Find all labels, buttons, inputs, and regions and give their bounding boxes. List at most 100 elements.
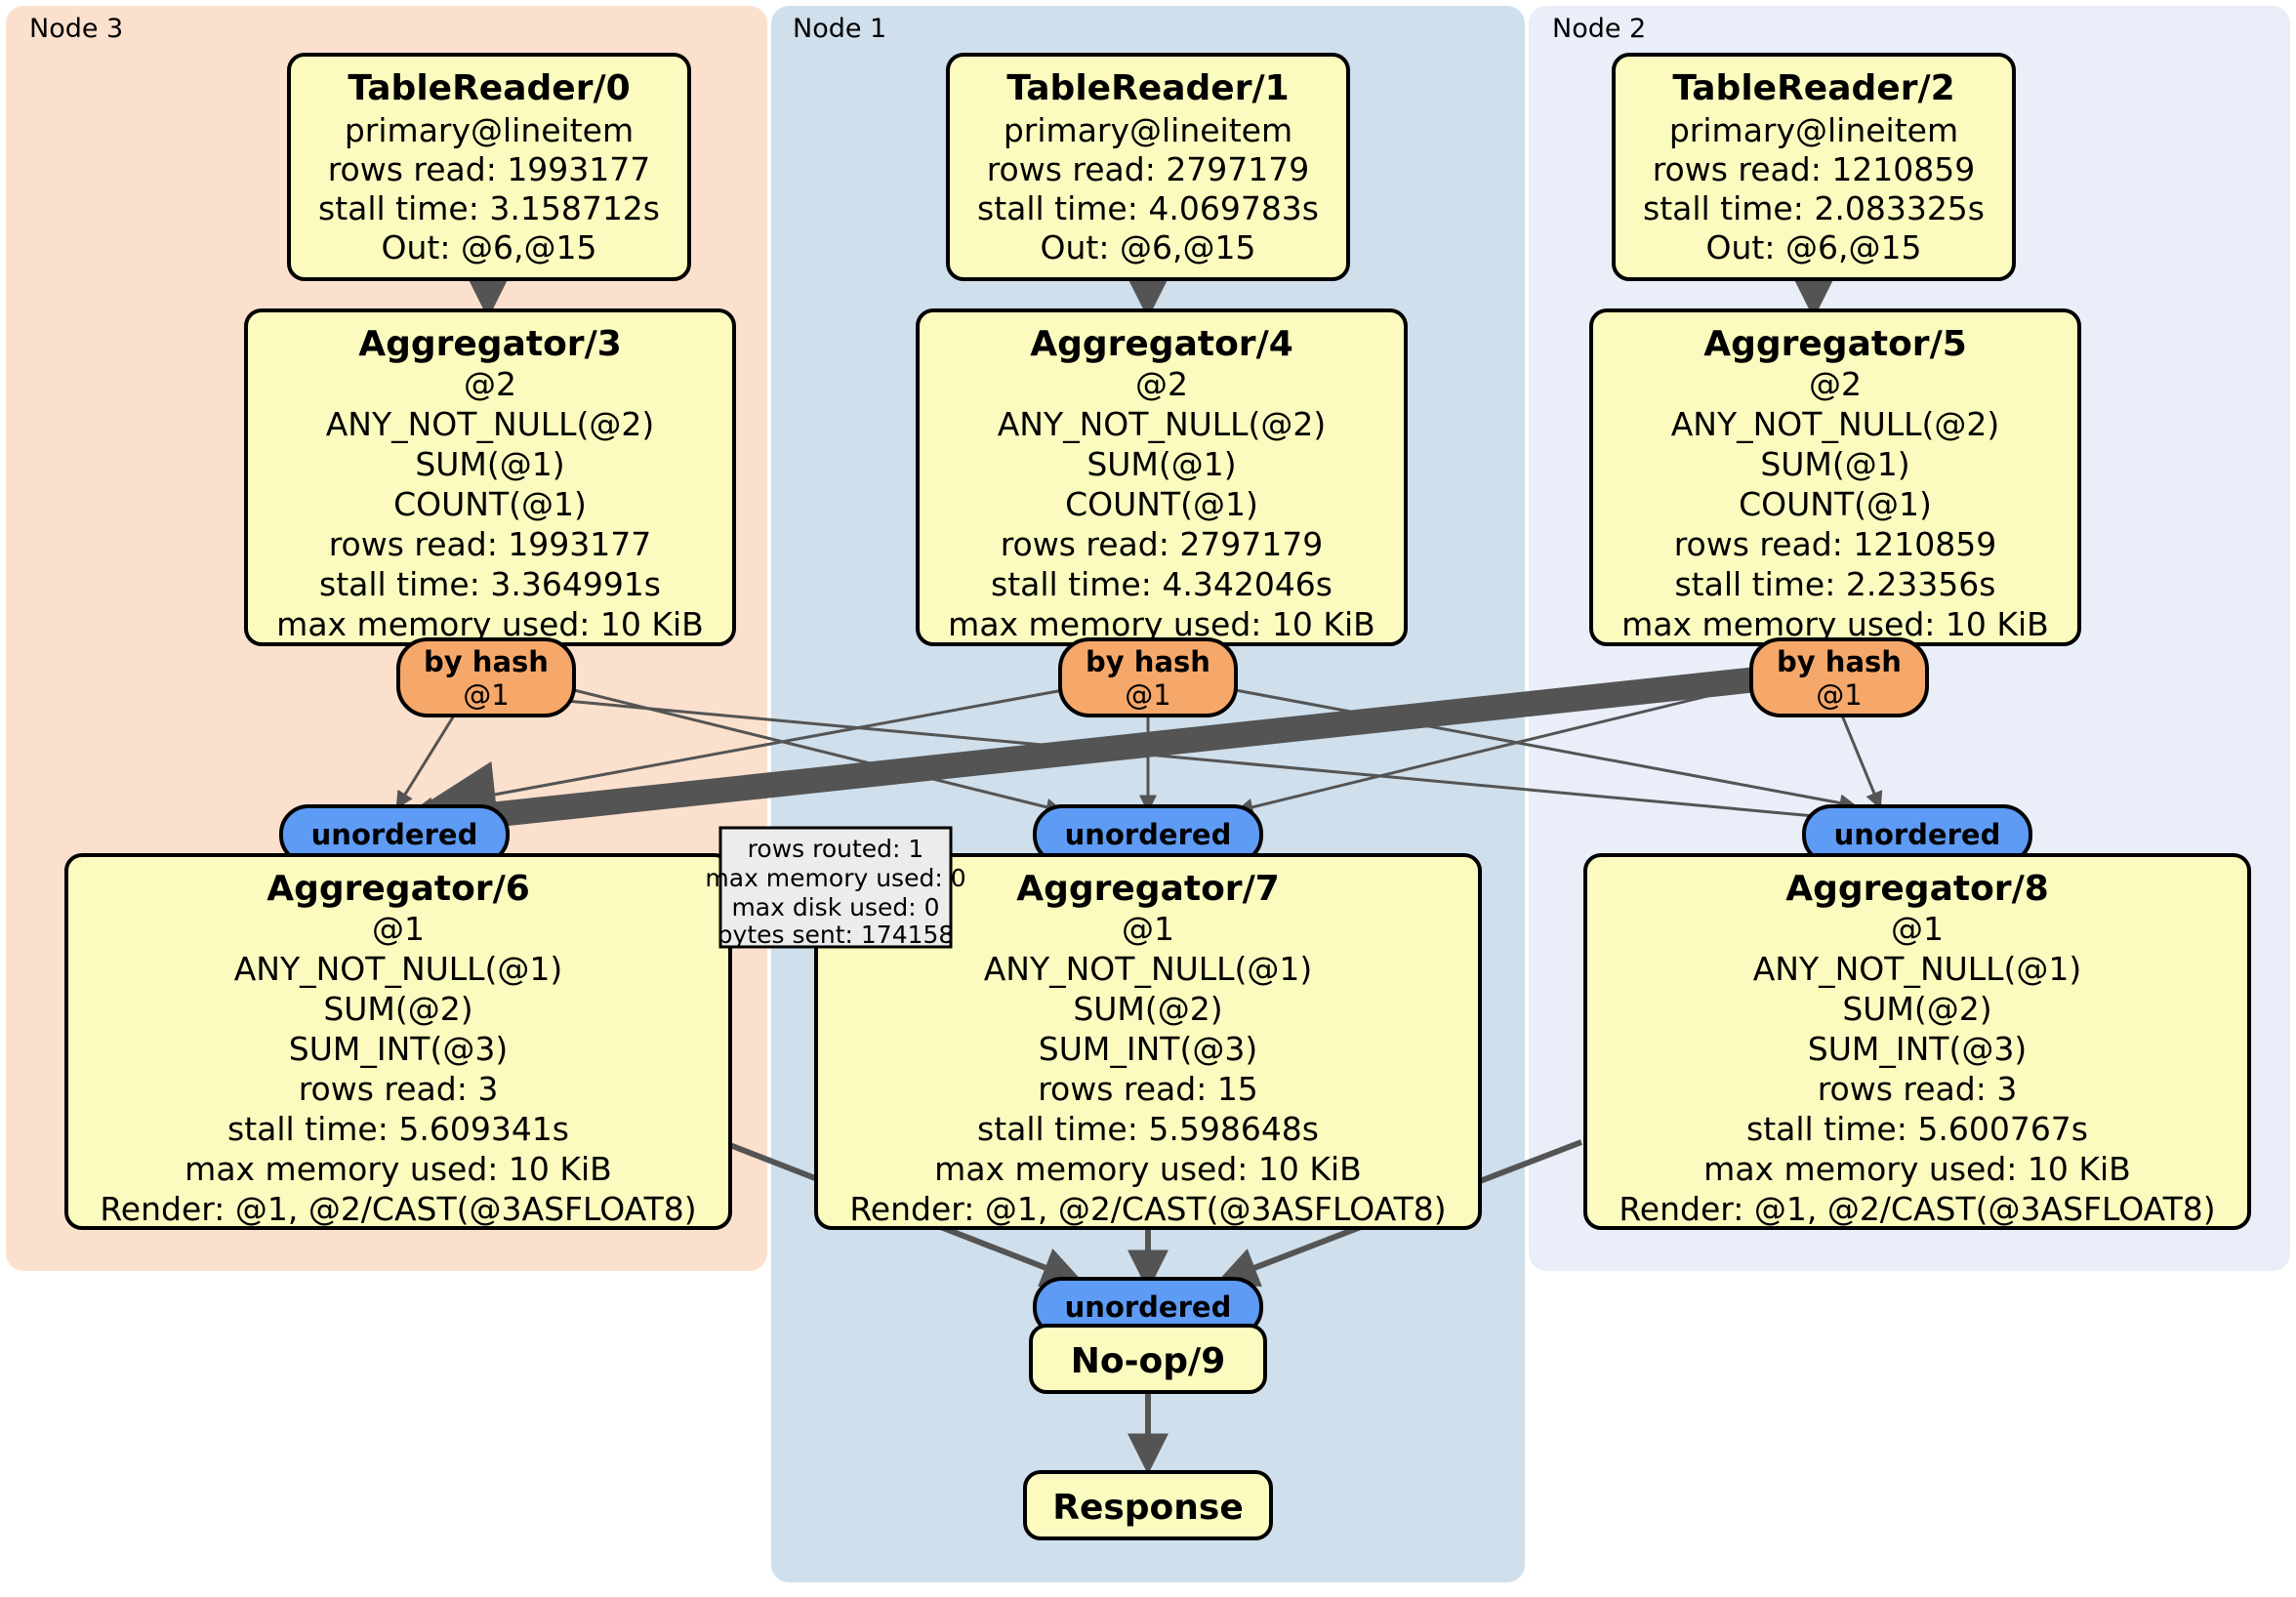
node-panel-label-node3: Node 3 <box>29 14 123 44</box>
op-node-line: ANY_NOT_NULL(@2) <box>1671 405 2000 443</box>
op-node-line: stall time: 2.23356s <box>1674 565 1995 603</box>
op-node-box[interactable] <box>64 853 732 1230</box>
op-node-line: SUM(@1) <box>1760 445 1909 483</box>
op-node-line: ANY_NOT_NULL(@2) <box>998 405 1327 443</box>
op-node-box[interactable] <box>946 53 1350 281</box>
op-node-line: SUM(@1) <box>1086 445 1236 483</box>
op-node-aggregator-4[interactable]: Aggregator/4 @2 ANY_NOT_NULL(@2) SUM(@1)… <box>916 308 1408 646</box>
router-badge-box[interactable] <box>1749 637 1929 717</box>
op-node-aggregator-8[interactable]: Aggregator/8 @1 ANY_NOT_NULL(@1) SUM(@2)… <box>1583 853 2251 1230</box>
op-node-title: Aggregator/6 <box>266 869 530 909</box>
router-badge-title: by hash <box>1086 645 1210 678</box>
stream-badge-unordered-7[interactable]: unordered <box>1033 804 1263 865</box>
router-badge-title: by hash <box>1777 645 1902 678</box>
op-node-title: Response <box>1052 1488 1244 1528</box>
stream-badge-unordered-8[interactable]: unordered <box>1802 804 2032 865</box>
op-node-box[interactable] <box>1583 853 2251 1230</box>
op-node-line: stall time: 3.364991s <box>319 565 661 603</box>
op-node-line: max memory used: 10 KiB <box>934 1150 1362 1188</box>
op-node-line: primary@lineitem <box>1004 111 1292 149</box>
op-node-line: @2 <box>1135 365 1188 403</box>
op-node-line: @1 <box>372 910 425 948</box>
op-node-box[interactable] <box>814 853 1482 1230</box>
router-badge-by-hash-3[interactable]: by hash @1 <box>396 637 576 717</box>
op-node-line: stall time: 2.083325s <box>1643 189 1985 227</box>
op-node-box[interactable] <box>1029 1324 1267 1394</box>
router-badge-by-hash-5[interactable]: by hash @1 <box>1749 637 1929 717</box>
op-node-line: stall time: 5.600767s <box>1746 1110 2088 1148</box>
op-node-box[interactable] <box>1023 1470 1273 1540</box>
edge-hash3-unord8 <box>565 699 1840 826</box>
edge-stats-tooltip-box <box>718 826 953 949</box>
op-node-line: stall time: 4.069783s <box>977 189 1319 227</box>
stream-badge-unordered-final[interactable]: unordered <box>1033 1277 1263 1337</box>
op-node-line: max memory used: 10 KiB <box>1621 605 2049 643</box>
op-node-aggregator-7[interactable]: Aggregator/7 @1 ANY_NOT_NULL(@1) SUM(@2)… <box>814 853 1482 1230</box>
op-node-tablereader-1[interactable]: TableReader/1 primary@lineitem rows read… <box>946 53 1350 281</box>
op-node-line: SUM_INT(@3) <box>1039 1030 1257 1068</box>
op-node-box[interactable] <box>1612 53 2016 281</box>
router-badge-title: by hash <box>424 645 549 678</box>
op-node-title: Aggregator/3 <box>358 324 622 364</box>
op-node-line: rows read: 3 <box>299 1070 499 1108</box>
edge-stats-line: max memory used: 0 <box>705 864 965 892</box>
op-node-aggregator-5[interactable]: Aggregator/5 @2 ANY_NOT_NULL(@2) SUM(@1)… <box>1589 308 2081 646</box>
edge-hash5-unord8 <box>1838 710 1883 810</box>
op-node-line: @1 <box>1122 910 1174 948</box>
op-node-line: rows read: 1993177 <box>329 525 652 563</box>
op-node-line: @2 <box>1809 365 1862 403</box>
op-node-title: Aggregator/4 <box>1030 324 1293 364</box>
op-node-response[interactable]: Response <box>1023 1470 1273 1540</box>
op-node-title: TableReader/2 <box>1672 68 1954 108</box>
stream-badge-unordered-6[interactable]: unordered <box>279 804 510 865</box>
op-node-line: ANY_NOT_NULL(@1) <box>984 950 1313 988</box>
op-node-line: SUM(@2) <box>1073 990 1222 1028</box>
op-node-line: rows read: 1210859 <box>1674 525 1997 563</box>
op-node-line: Render: @1, @2/CAST(@3ASFLOAT8) <box>1619 1190 2215 1228</box>
op-node-line: @2 <box>464 365 516 403</box>
op-node-line: stall time: 3.158712s <box>318 189 660 227</box>
router-badge-sub: @1 <box>1816 678 1862 712</box>
router-badge-box[interactable] <box>396 637 576 717</box>
op-node-line: Render: @1, @2/CAST(@3ASFLOAT8) <box>849 1190 1446 1228</box>
op-node-line: rows read: 1210859 <box>1653 150 1976 188</box>
op-node-line: SUM_INT(@3) <box>289 1030 508 1068</box>
op-node-tablereader-2[interactable]: TableReader/2 primary@lineitem rows read… <box>1612 53 2016 281</box>
op-node-line: ANY_NOT_NULL(@2) <box>326 405 655 443</box>
op-node-title: No-op/9 <box>1071 1341 1226 1381</box>
op-node-line: Out: @6,@15 <box>1706 228 1922 266</box>
op-node-noop-9[interactable]: No-op/9 <box>1029 1324 1267 1394</box>
stream-badge-label: unordered <box>311 818 478 851</box>
router-badge-by-hash-4[interactable]: by hash @1 <box>1058 637 1238 717</box>
op-node-line: Out: @6,@15 <box>382 228 597 266</box>
op-node-line: Render: @1, @2/CAST(@3ASFLOAT8) <box>100 1190 696 1228</box>
node-panel-label-node1: Node 1 <box>793 14 886 44</box>
op-node-line: ANY_NOT_NULL(@1) <box>1753 950 2082 988</box>
op-node-aggregator-6[interactable]: Aggregator/6 @1 ANY_NOT_NULL(@1) SUM(@2)… <box>64 853 732 1230</box>
op-node-line: primary@lineitem <box>345 111 634 149</box>
op-node-line: COUNT(@1) <box>1065 485 1258 523</box>
op-node-line: max memory used: 10 KiB <box>948 605 1375 643</box>
op-node-line: stall time: 5.609341s <box>227 1110 569 1148</box>
op-node-aggregator-3[interactable]: Aggregator/3 @2 ANY_NOT_NULL(@2) SUM(@1)… <box>244 308 736 646</box>
op-node-line: Out: @6,@15 <box>1041 228 1256 266</box>
op-node-line: rows read: 15 <box>1038 1070 1258 1108</box>
router-badge-sub: @1 <box>463 678 509 712</box>
op-node-line: stall time: 5.598648s <box>977 1110 1319 1148</box>
edge-hash5-unord7 <box>1235 686 1741 816</box>
op-node-line: SUM_INT(@3) <box>1808 1030 2027 1068</box>
op-node-line: stall time: 4.342046s <box>991 565 1332 603</box>
stream-badge-label: unordered <box>1834 818 2001 851</box>
op-node-line: max memory used: 10 KiB <box>276 605 704 643</box>
op-node-line: rows read: 3 <box>1818 1070 2018 1108</box>
op-node-line: SUM(@2) <box>323 990 472 1028</box>
op-node-title: Aggregator/8 <box>1785 869 2049 909</box>
op-node-box[interactable] <box>287 53 691 281</box>
router-badge-box[interactable] <box>1058 637 1238 717</box>
op-node-tablereader-0[interactable]: TableReader/0 primary@lineitem rows read… <box>287 53 691 281</box>
node-panel-label-node2: Node 2 <box>1552 14 1646 44</box>
op-node-line: max memory used: 10 KiB <box>1703 1150 2131 1188</box>
op-node-title: Aggregator/5 <box>1703 324 1967 364</box>
op-node-line: ANY_NOT_NULL(@1) <box>234 950 563 988</box>
